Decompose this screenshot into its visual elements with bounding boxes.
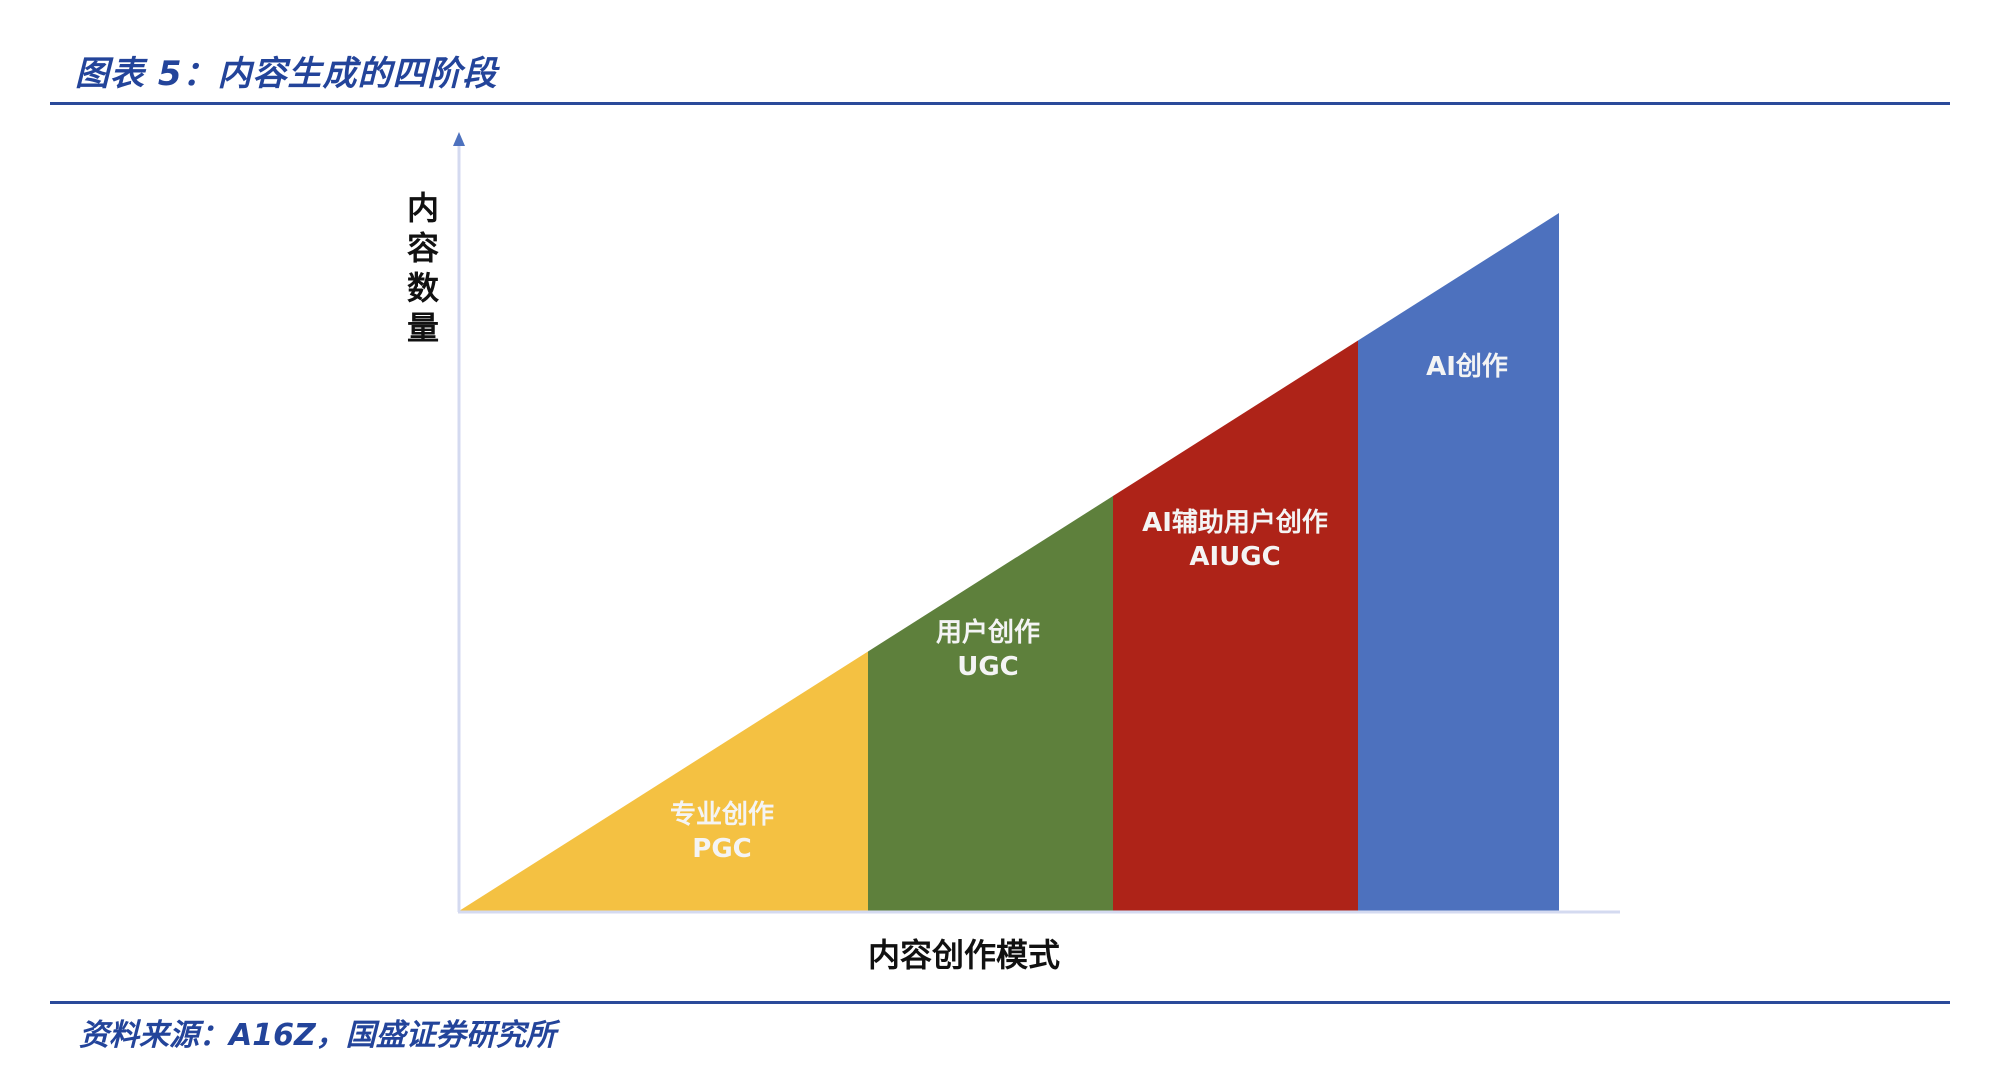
label-ugc-name: 用户创作 — [935, 618, 1041, 648]
label-ai-name: AI创作 — [1426, 352, 1508, 382]
label-pgc-name: 专业创作 — [669, 800, 775, 830]
y-axis-arrow-icon — [453, 132, 465, 146]
segment-ai — [1358, 213, 1559, 911]
source-note: 资料来源：A16Z，国盛证券研究所 — [79, 1018, 556, 1053]
label-aiugc: AI辅助用户创作 AIUGC — [1142, 506, 1328, 574]
segment-pgc — [459, 651, 868, 911]
segment-aiugc — [1113, 340, 1358, 911]
label-aiugc-abbr: AIUGC — [1189, 542, 1281, 572]
figure-title: 图表 5：内容生成的四阶段 — [75, 54, 498, 94]
label-aiugc-name: AI辅助用户创作 — [1142, 508, 1328, 538]
label-ai: AI创作 — [1426, 350, 1508, 384]
label-pgc-abbr: PGC — [692, 834, 752, 864]
segment-ugc — [868, 496, 1113, 911]
label-ugc-abbr: UGC — [957, 652, 1019, 682]
label-pgc: 专业创作 PGC — [670, 798, 774, 866]
title-divider — [50, 102, 1950, 105]
footer-divider — [50, 1001, 1950, 1004]
y-axis-label: 内容数量 — [406, 189, 439, 347]
x-axis-label: 内容创作模式 — [868, 936, 1061, 974]
label-ugc: 用户创作 UGC — [936, 616, 1040, 684]
